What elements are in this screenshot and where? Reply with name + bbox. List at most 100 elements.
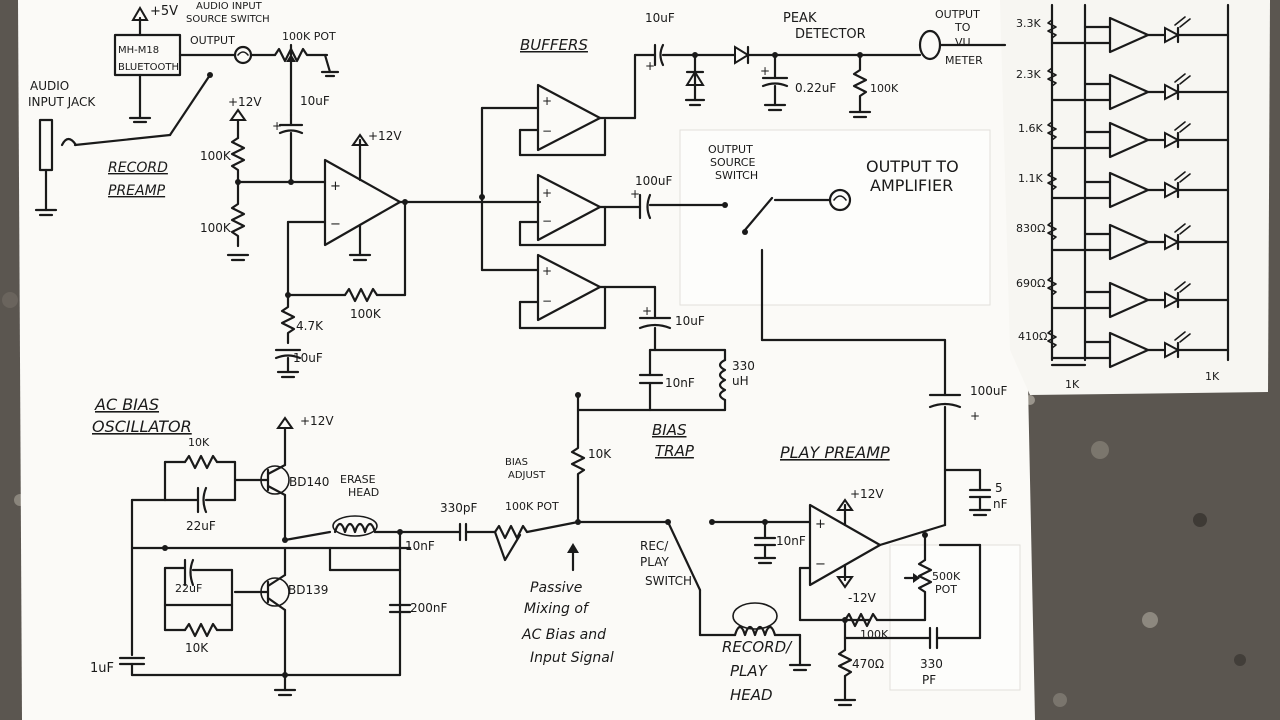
output-label: OUTPUT [190, 34, 235, 47]
vu-comparator-stages [1050, 16, 1230, 369]
record-preamp-label2: PREAMP [108, 183, 166, 199]
bias-trap-label2: TRAP [655, 442, 695, 460]
r-100k-b: 100K [200, 221, 232, 235]
peak-label2: DETECTOR [795, 27, 866, 42]
svg-text:+: + [630, 187, 640, 201]
svg-text:−: − [815, 557, 826, 572]
minus12v: -12V [848, 591, 877, 605]
cap-022uf: 0.22uF [795, 81, 836, 95]
cap-330pf-b1: 330 [920, 657, 943, 671]
passive-label4: Input Signal [530, 650, 614, 666]
buffer-opamp-1: +− [480, 53, 657, 157]
vu-r9: 1K [1205, 370, 1220, 383]
audio-jack-label2: INPUT JACK [28, 95, 96, 109]
buffer-opamp-2: +− [518, 173, 642, 247]
src-switch-label1: AUDIO INPUT [196, 1, 263, 12]
cap-5uf: 5 [995, 481, 1003, 495]
led-icon [1164, 181, 1181, 199]
plus12v-b: +12V [368, 129, 402, 143]
peak-detector [653, 29, 1007, 119]
recplay-label1: REC/ [640, 539, 669, 553]
pot-100k-bias: 100K POT [505, 500, 559, 513]
svg-text:+: + [542, 94, 552, 108]
led-icon [1164, 233, 1181, 251]
svg-text:+: + [642, 304, 652, 318]
vu-r4: 1.1K [1018, 172, 1043, 185]
cap-10nf-b: 10nF [776, 534, 806, 548]
svg-text:+: + [542, 186, 552, 200]
cap-100uf-a: 100uF [635, 174, 673, 188]
erase-label2: HEAD [348, 486, 379, 499]
audio-source-switch [73, 45, 277, 147]
cap-22uf-b: 22uF [175, 582, 202, 595]
audio-input-jack [34, 118, 78, 217]
record-preamp-label1: RECORD [108, 160, 168, 176]
cap-10nf-trap: 10nF [665, 376, 695, 390]
cap-plus-a: + [272, 119, 282, 133]
cap-10nf-a: 10nF [405, 539, 435, 553]
r-100k-pk: 100K [870, 82, 899, 95]
bt-module-label2: BLUETOOTH [118, 62, 179, 73]
src-switch-label2: SOURCE SWITCH [186, 14, 270, 25]
r-100k-fb: 100K [350, 307, 382, 321]
passive-label3: AC Bias and [521, 627, 606, 643]
bias-trap-label1: BIAS [652, 421, 687, 439]
r-10k-c: 10K [185, 641, 209, 655]
paper-patch-play [889, 544, 1021, 691]
vu-comparator [1108, 331, 1150, 369]
cap-100uf-b: 100uF [970, 384, 1008, 398]
cap-5uf-b: nF [993, 497, 1008, 511]
buffers-label: BUFFERS [520, 36, 588, 54]
bias-adj-label1: BIAS [505, 457, 528, 468]
plus12v-a: +12V [228, 95, 262, 109]
bt-module-label: MH-M18 [118, 45, 159, 56]
r-10k-b: 10K [588, 447, 612, 461]
led-icon [1164, 341, 1181, 359]
svg-text:+: + [760, 64, 770, 78]
cap-10uf-b: 10uF [293, 351, 323, 365]
play-preamp-label: PLAY PREAMP [780, 443, 890, 462]
out-amp-label2: AMPLIFIER [870, 176, 953, 195]
plus12v-d: +12V [850, 487, 884, 501]
pot-100k-top-label: 100K POT [282, 30, 336, 43]
vu-r8: 1K [1065, 378, 1080, 391]
cap-10uf-a: 10uF [300, 94, 330, 108]
oss-label2: SOURCE [710, 156, 755, 169]
led-icon [1164, 26, 1181, 44]
out-vu-label3: VU [955, 36, 971, 49]
paper-patch-switch [679, 129, 991, 306]
r-100k-a: 100K [200, 149, 232, 163]
oss-label3: SWITCH [715, 169, 758, 182]
vu-r2: 2.3K [1016, 68, 1041, 81]
plus12v-c: +12V [300, 414, 334, 428]
out-amp-label1: OUTPUT TO [866, 157, 959, 176]
peak-label1: PEAK [783, 11, 817, 26]
vu-comparator [1108, 223, 1150, 261]
audio-jack-label1: AUDIO [30, 79, 69, 93]
out-vu-label4: METER [945, 54, 983, 67]
ac-bias-label2: OSCILLATOR [92, 417, 192, 436]
cap-330pf: 330pF [440, 501, 478, 515]
vu-comparator [1108, 171, 1150, 209]
led-icon [1164, 83, 1181, 101]
oss-label1: OUTPUT [708, 143, 753, 156]
ind-330: 330 [732, 359, 755, 373]
cap-22uf-a: 22uF [186, 519, 216, 533]
r-100k-pp: 100K [860, 628, 889, 641]
recplay-label2: PLAY [640, 555, 669, 569]
out-vu-label2: TO [954, 21, 971, 34]
cap-200nf: 200nF [410, 601, 448, 615]
out-vu-label1: OUTPUT [935, 8, 980, 21]
cap-330pf-b2: PF [922, 673, 936, 687]
ac-bias-oscillator [118, 416, 462, 697]
rph-label2: PLAY [730, 662, 769, 680]
svg-text:−: − [542, 294, 552, 308]
vu-ladder [1047, 3, 1230, 367]
pot-500k1: 500K [932, 570, 961, 583]
svg-text:−: − [330, 217, 341, 232]
svg-text:+: + [970, 409, 980, 423]
play-preamp: +− [710, 468, 992, 707]
svg-text:−: − [542, 214, 552, 228]
cap-10uf-c: 10uF [645, 11, 675, 25]
